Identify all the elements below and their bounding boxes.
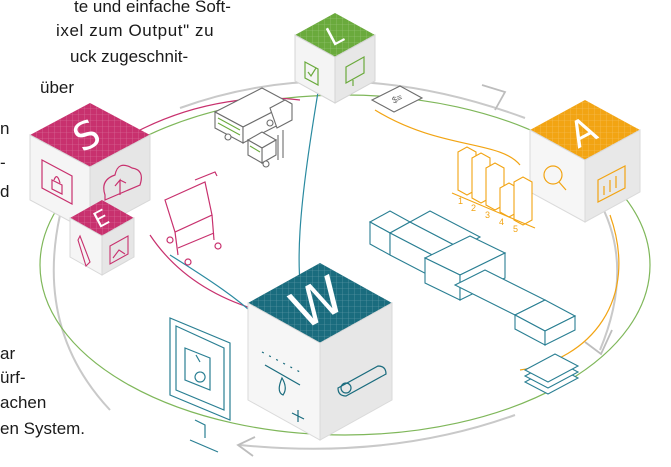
bar-chart-icon [597, 165, 626, 203]
invoice-icon: $≡ [370, 85, 424, 113]
forklift-icon [246, 130, 284, 168]
text-line: über [40, 78, 75, 97]
bar-chart-icon [451, 146, 536, 229]
lock-icon [51, 176, 63, 195]
text-line: n [0, 119, 10, 138]
check-icon [304, 60, 319, 87]
chart-tick-label: 4 [499, 217, 504, 227]
cube-e: E [69, 200, 135, 276]
ring-arrow [236, 436, 256, 457]
cube-w: W [247, 263, 393, 441]
truck-icon [213, 87, 293, 144]
chart-tick-label: 2 [471, 203, 476, 213]
pdf-document-icon [169, 317, 231, 453]
text-line: achen [0, 393, 47, 412]
text-line: - [0, 153, 6, 172]
magnifier-icon [543, 165, 563, 185]
ring-arrow [584, 329, 613, 356]
paper-stack-icon [523, 353, 580, 395]
monitor-icon [345, 55, 365, 86]
cube-a: A [529, 100, 641, 223]
magenta-connector [139, 97, 301, 131]
printer-machine-icon [368, 210, 577, 346]
paint-brush-icon [77, 234, 91, 268]
shopping-cart-icon [164, 171, 222, 266]
chart-tick-label: 5 [513, 224, 518, 234]
text-line: ixel zum Output" zu [56, 21, 215, 40]
orange-connector [374, 109, 521, 166]
droplet-icon [278, 376, 286, 396]
cube-l: L [294, 13, 376, 104]
text-line: te und einfache Soft- [74, 0, 231, 16]
ring-arrow [481, 84, 507, 111]
cloud-upload-icon [103, 164, 142, 201]
svg-text:$≡: $≡ [390, 92, 404, 105]
image-icon [109, 235, 129, 265]
text-line: ürf- [0, 368, 26, 387]
cube-s: S [29, 103, 151, 233]
text-line: en System. [0, 419, 86, 438]
chart-tick-label: 3 [485, 210, 490, 220]
chart-tick-label: 1 [458, 196, 463, 206]
toggle-icon [337, 365, 387, 397]
text-line: ar [0, 344, 16, 363]
teal-connector [169, 254, 261, 321]
text-line: uck zugeschnit- [70, 47, 189, 66]
text-line: d [0, 182, 10, 201]
monitor-icon [41, 159, 73, 205]
